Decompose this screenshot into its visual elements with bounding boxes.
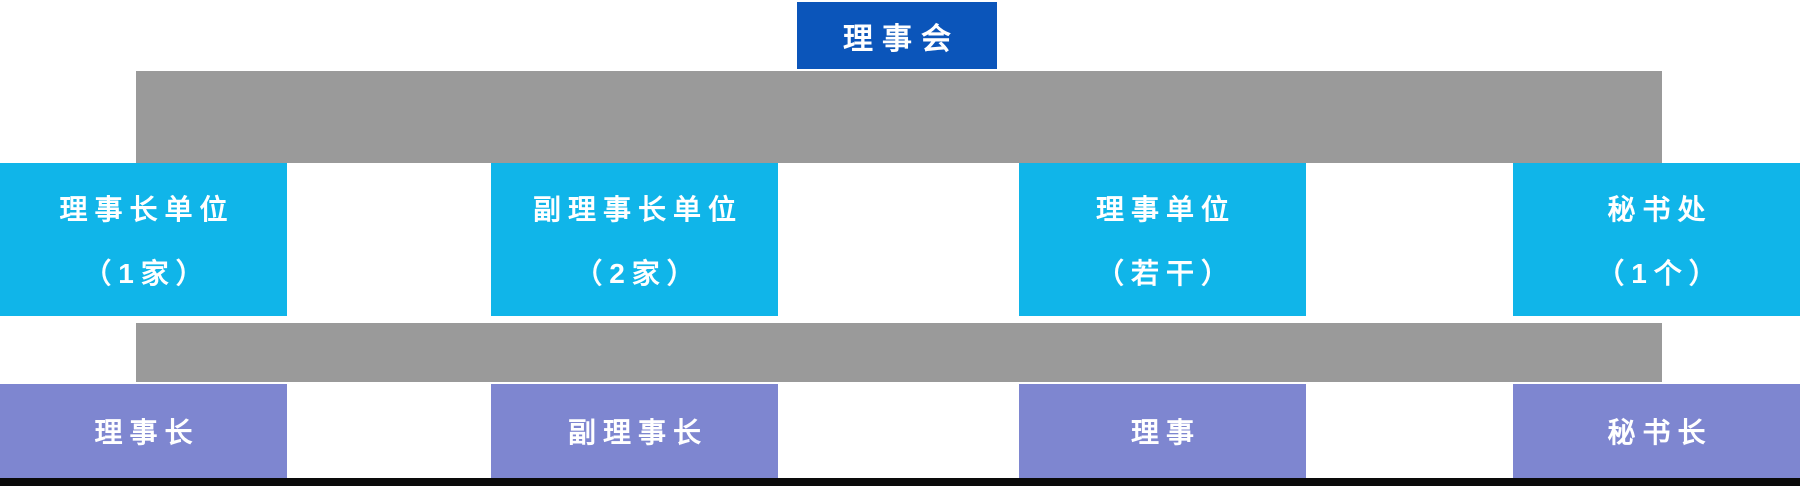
org-node-chairman: 理事长 [0, 384, 287, 478]
org-node-chairman-unit: 理事长单位 （1家） [0, 163, 287, 316]
org-node-director-unit: 理事单位 （若干） [1019, 163, 1306, 316]
org-node-vice-chairman-unit: 副理事长单位 （2家） [491, 163, 778, 316]
org-node-vice-chairman: 副理事长 [491, 384, 778, 478]
org-node-vice-chairman-unit-count: （2家） [574, 257, 702, 289]
org-node-chairman-unit-label: 理事长单位 [59, 193, 235, 225]
org-node-director-unit-label: 理事单位 [1095, 193, 1236, 225]
org-node-director-unit-count: （若干） [1095, 257, 1236, 289]
org-node-chairman-unit-count: （1家） [83, 257, 211, 289]
org-node-secretary-general-label: 秘书长 [1607, 417, 1713, 448]
org-node-secretariat-label: 秘书处 [1607, 193, 1713, 225]
org-node-secretariat: 秘书处 （1个） [1513, 163, 1800, 316]
org-node-chairman-label: 理事长 [94, 417, 200, 448]
org-node-director-label: 理事 [1130, 417, 1201, 448]
org-node-secretariat-count: （1个） [1596, 257, 1724, 289]
connector-band-bottom [136, 323, 1662, 382]
org-node-director: 理事 [1019, 384, 1306, 478]
org-node-vice-chairman-label: 副理事长 [567, 417, 708, 448]
connector-band-top [136, 71, 1662, 163]
org-node-board-label: 理事会 [843, 22, 960, 56]
bottom-divider [0, 478, 1800, 486]
org-node-secretary-general: 秘书长 [1513, 384, 1800, 478]
org-node-vice-chairman-unit-label: 副理事长单位 [532, 193, 743, 225]
org-node-board: 理事会 [797, 2, 997, 69]
